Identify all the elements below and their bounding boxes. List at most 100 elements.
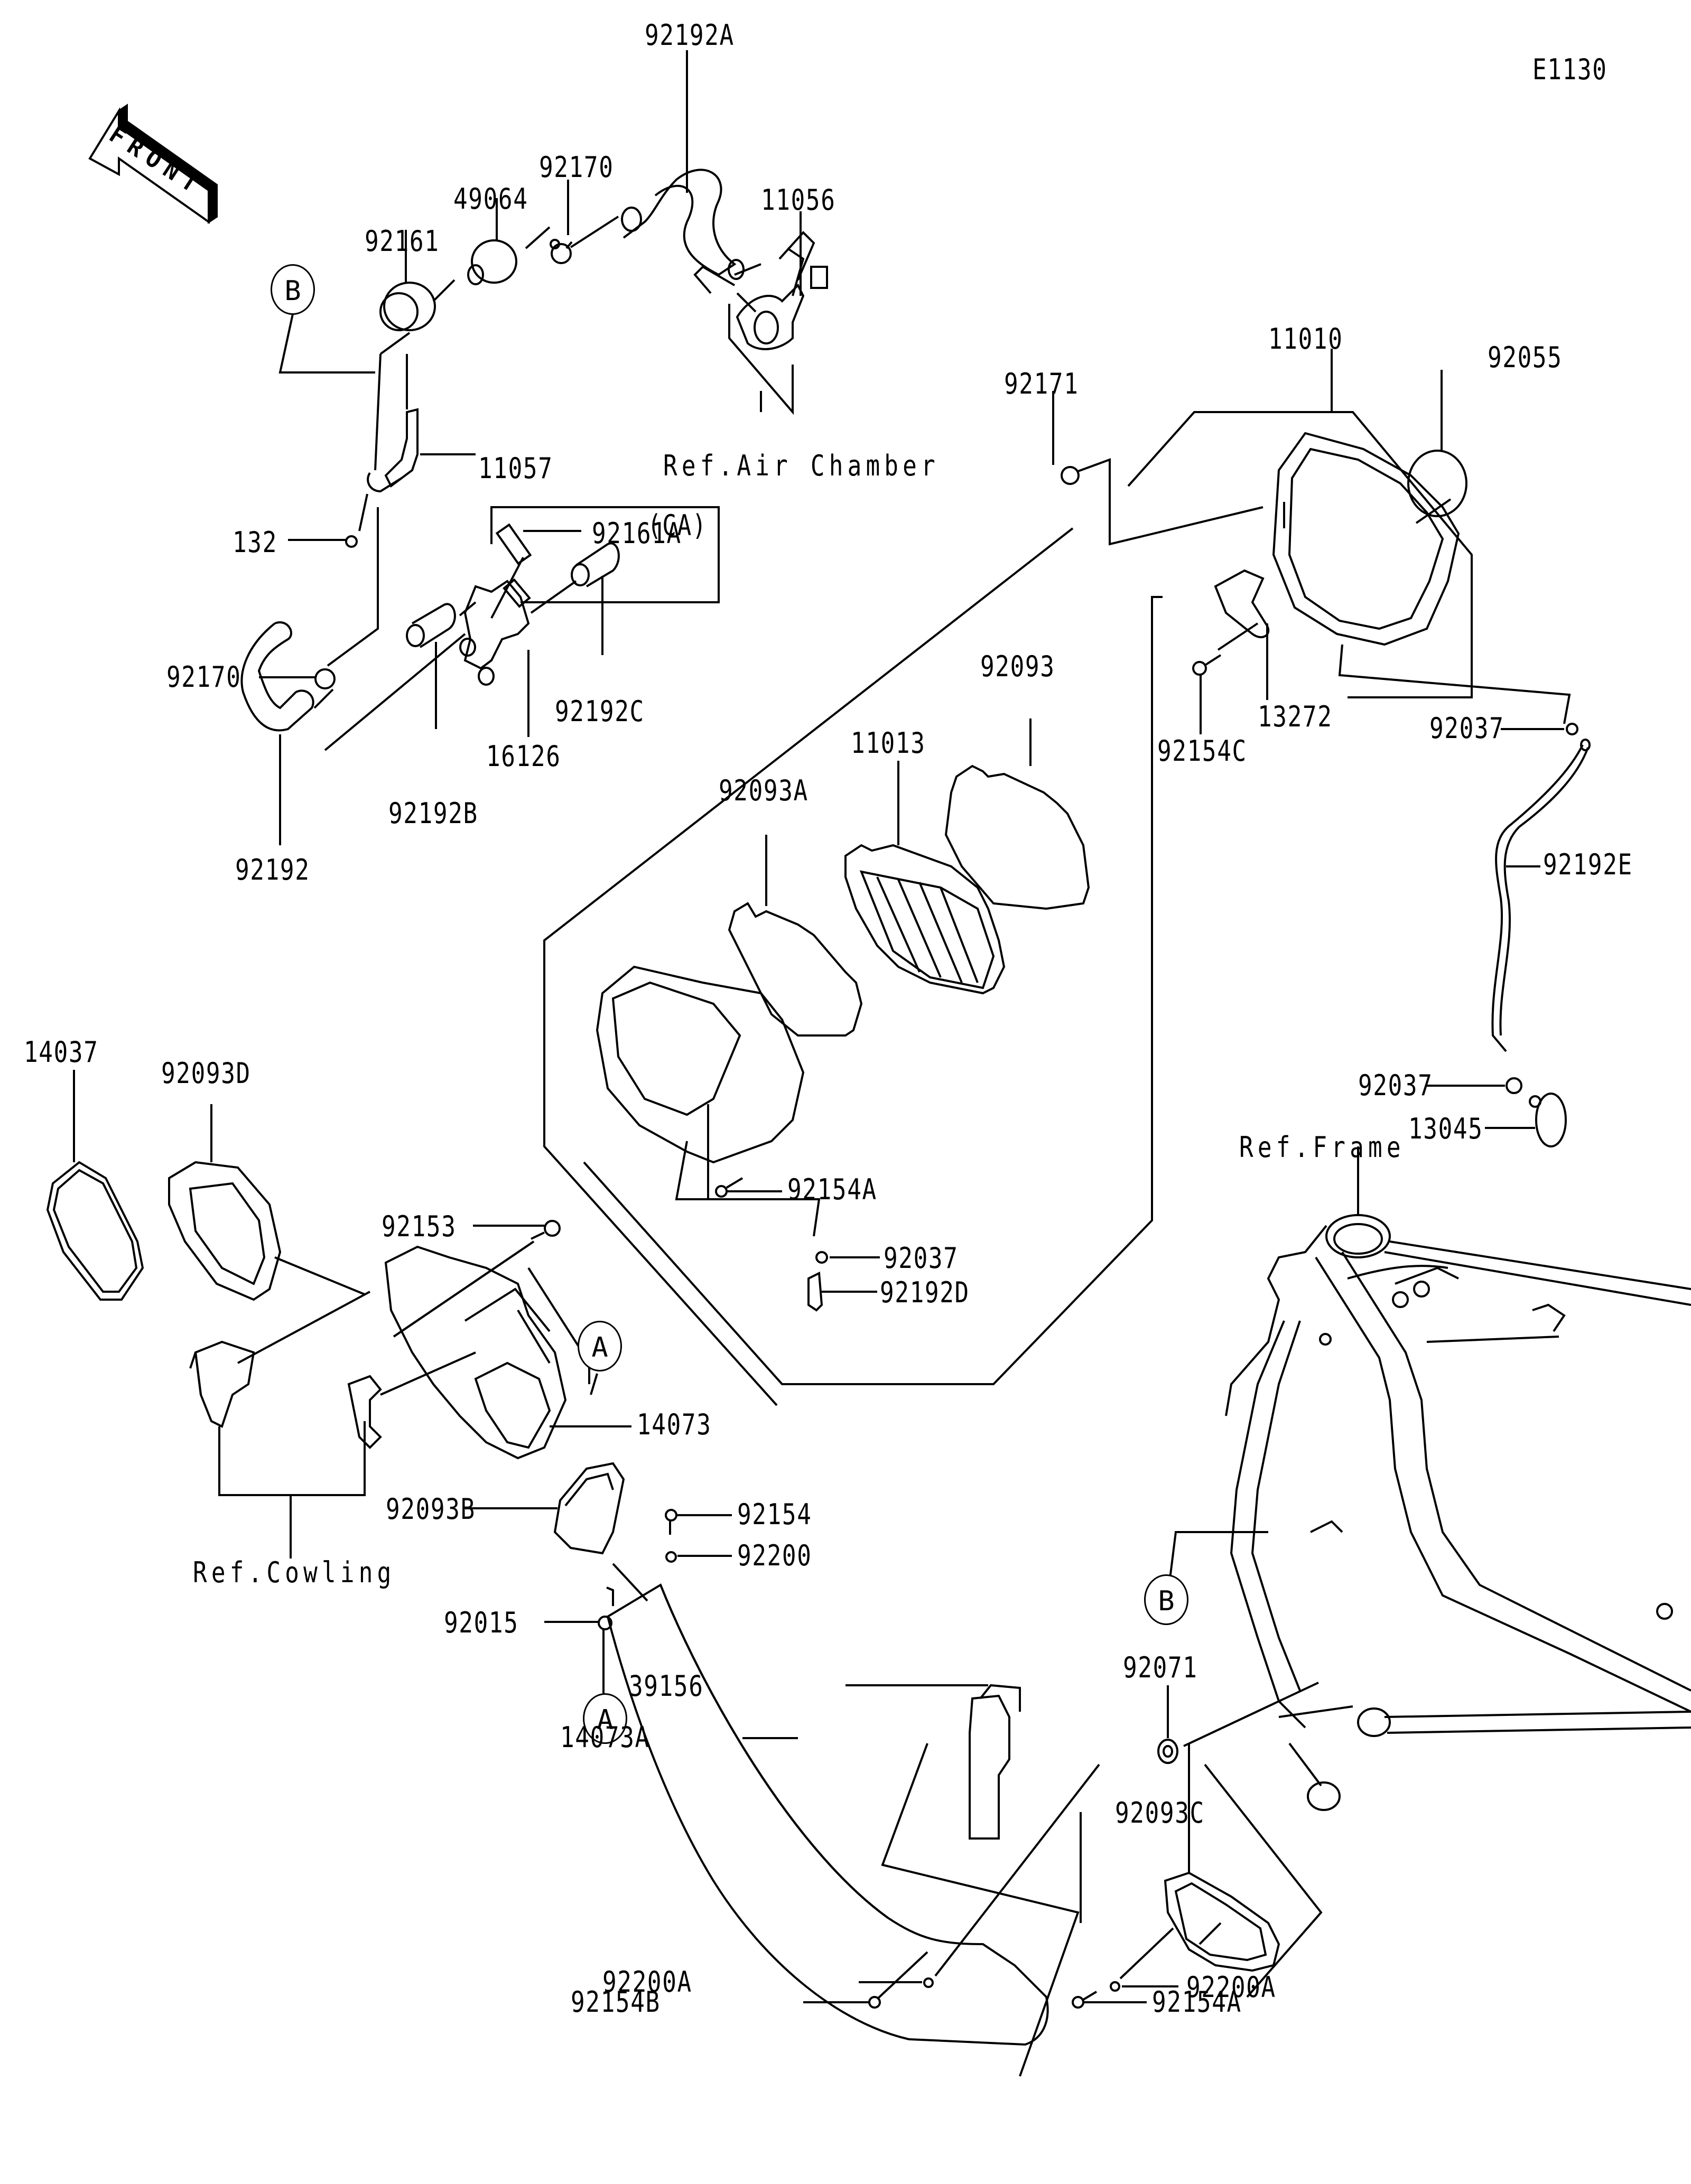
washer-92200 (665, 1551, 732, 1563)
callout-92154A-mid: 92154A (787, 1173, 877, 1206)
callout-92037-right-bottom: 92037 (1358, 1069, 1433, 1102)
valve-16126 (459, 557, 577, 737)
callout-92093: 92093 (980, 650, 1055, 683)
callout-92170-left: 92170 (166, 660, 241, 694)
air-chamber-part (693, 231, 828, 415)
cowling-bracket-left (189, 1291, 370, 1558)
callout-14037: 14037 (24, 1035, 99, 1069)
bracket-11057 (367, 332, 476, 493)
callout-92171: 92171 (1004, 367, 1079, 400)
connector-a-leader-lower (606, 1586, 614, 1606)
callout-92192A: 92192A (645, 18, 735, 52)
callout-92192C: 92192C (555, 695, 645, 728)
callout-11010: 11010 (1268, 322, 1343, 356)
washer-92200A-right (1110, 1927, 1178, 1992)
callout-92154: 92154 (737, 1498, 812, 1531)
ca-variant-label: (CA) (647, 509, 708, 542)
screw-92154 (665, 1509, 732, 1535)
bolt-92154A-mid (715, 1177, 782, 1198)
callout-92192D: 92192D (880, 1276, 970, 1309)
clamp-92171 (1052, 391, 1263, 546)
hose-92192C (571, 542, 620, 655)
clamp-92037-mid (815, 1251, 880, 1264)
front-text: FRONT (104, 120, 209, 202)
hose-92192A (621, 50, 745, 280)
callout-92161A: 92161A (592, 517, 682, 550)
callout-92153: 92153 (382, 1210, 457, 1243)
guide-39156 (846, 1684, 1021, 1840)
grommet-92071 (1157, 1682, 1319, 1764)
connector-a-duct: A (578, 1321, 622, 1371)
left-clamp-92170 (259, 507, 379, 709)
connector-a-leader-upper (590, 1373, 598, 1395)
callout-14073: 14073 (637, 1408, 712, 1441)
ref-cowling-label: Ref.Cowling (193, 1556, 396, 1589)
hose-92192 (240, 621, 466, 845)
callout-92037-right-top: 92037 (1429, 712, 1504, 745)
hose-92192B (406, 601, 477, 729)
callout-14073A: 14073A (560, 1721, 650, 1754)
callout-92192: 92192 (235, 853, 310, 886)
callout-49064: 49064 (453, 182, 528, 216)
callout-11056: 11056 (761, 183, 836, 217)
callout-92200: 92200 (737, 1539, 812, 1572)
ref-air-chamber-label: Ref.Air Chamber (663, 449, 940, 482)
callout-92154C: 92154C (1157, 734, 1247, 768)
bolt-92154A-bottom (1072, 1991, 1147, 2009)
callout-11057: 11057 (478, 452, 553, 485)
element-11013 (844, 761, 1006, 995)
callout-92170-top: 92170 (539, 151, 614, 184)
hose-92192D (807, 1271, 877, 1312)
bolt-92154B (803, 1951, 928, 2009)
seal-92093C (1164, 1743, 1323, 1998)
callout-92093C: 92093C (1115, 1796, 1205, 1830)
callout-92154A-bottom: 92154A (1152, 1985, 1242, 2019)
callout-92093B: 92093B (386, 1492, 476, 1526)
callout-13272: 13272 (1258, 700, 1333, 733)
connector-b-top: B (271, 264, 315, 315)
callout-13045: 13045 (1408, 1112, 1483, 1145)
gasket-92093A (728, 835, 863, 1037)
frame-reference (1225, 1146, 1691, 1811)
clamp-92170-top (550, 180, 619, 264)
callout-92055: 92055 (1488, 341, 1563, 374)
bolt-92154C (1192, 654, 1222, 734)
callout-92015: 92015 (444, 1606, 519, 1639)
callout-132: 132 (233, 526, 277, 559)
screw-132 (288, 493, 368, 548)
connector-b-leader-top (278, 311, 375, 374)
callout-92200A-right: 92200A (1186, 1971, 1276, 2004)
connector-b-frame: B (1144, 1574, 1188, 1625)
o-ring-92055 (1407, 370, 1467, 524)
bracket-13272 (1214, 569, 1270, 700)
seal-92093B (465, 1462, 648, 1602)
cowling-bracket-right (347, 1351, 476, 1449)
drain-hose-92192E (1491, 739, 1591, 1052)
clamp-92037-lower (1427, 1077, 1522, 1094)
gasket-92093 (944, 718, 1090, 910)
callout-92093D: 92093D (161, 1057, 251, 1090)
screw-92153 (393, 1220, 561, 1338)
seal-92093D (168, 1104, 365, 1301)
washer-92200A-left (859, 1763, 1100, 1988)
callout-11013: 11013 (851, 726, 926, 760)
callout-92192B: 92192B (388, 797, 478, 830)
callout-39156: 39156 (629, 1669, 704, 1703)
air-box-11010 (1127, 349, 1473, 698)
callout-92037-mid: 92037 (884, 1242, 959, 1275)
callout-92161: 92161 (365, 225, 440, 258)
collar-92015 (544, 1616, 612, 1693)
ca-box (490, 506, 720, 603)
front-orientation-label: FRONT (85, 106, 222, 243)
callout-92200A-left: 92200A (602, 1965, 692, 1999)
callout-92192E: 92192E (1543, 848, 1633, 881)
callout-16126: 16126 (486, 740, 561, 773)
ref-frame-label: Ref.Frame (1239, 1131, 1405, 1164)
plug-13045 (1485, 1093, 1567, 1147)
callout-92154B: 92154B (571, 1985, 661, 2019)
tube-92161A (495, 523, 581, 565)
air-cleaner-housing (596, 965, 821, 1237)
cap-92161 (379, 230, 436, 331)
